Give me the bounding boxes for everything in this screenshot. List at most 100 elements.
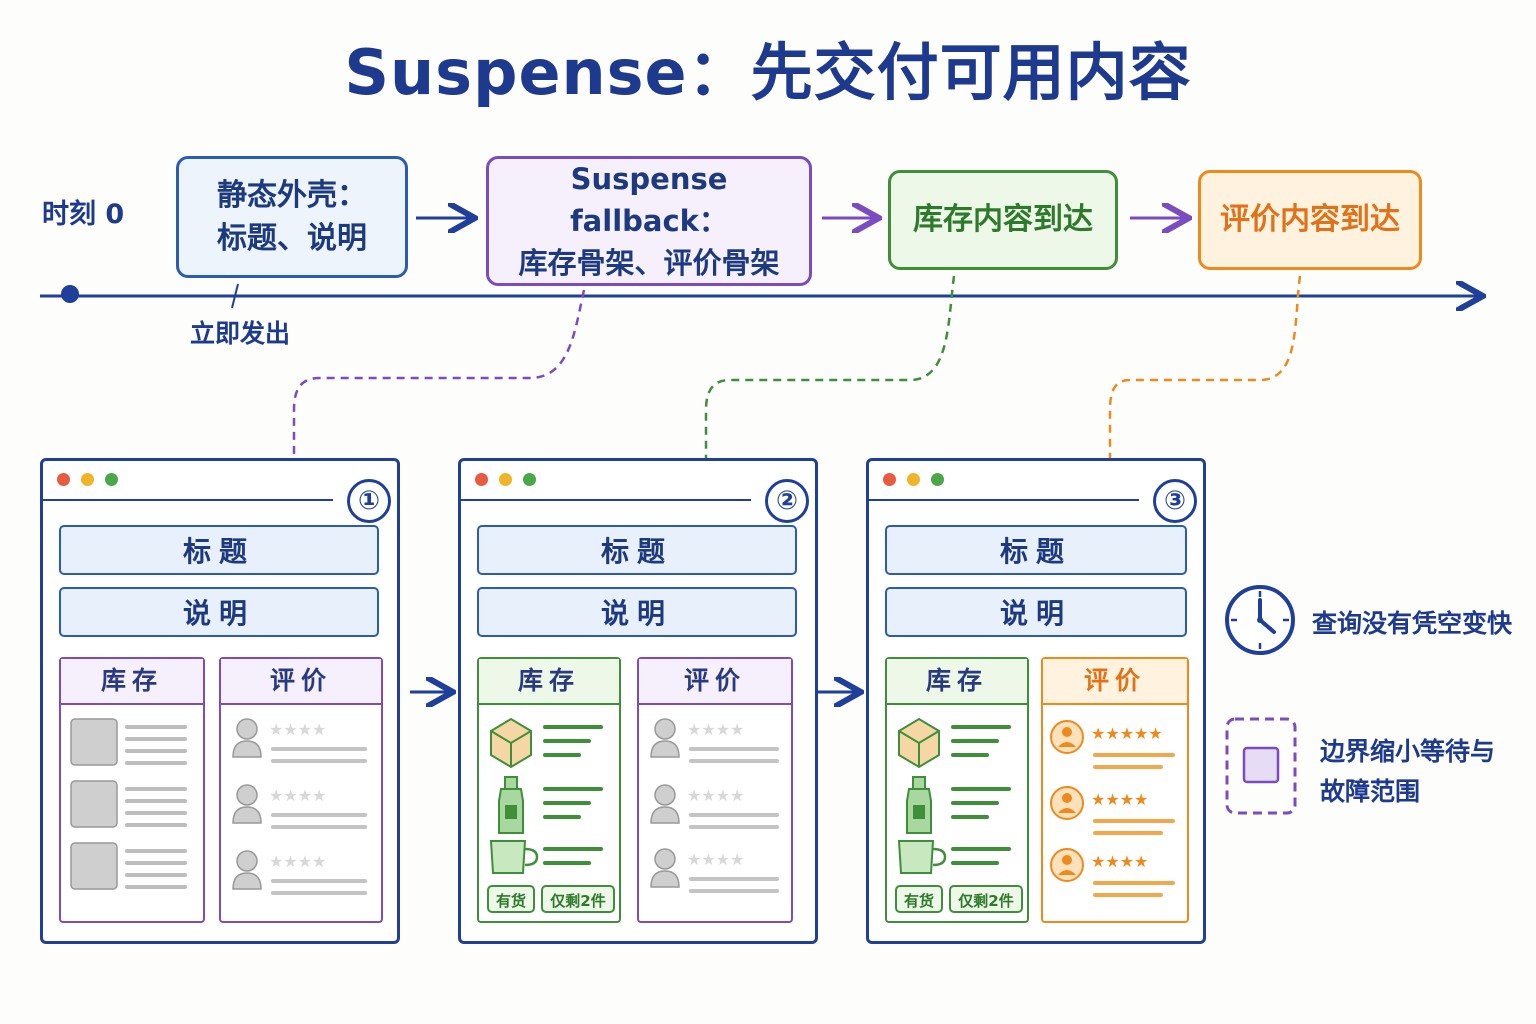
title-bar: 标题 [59, 525, 379, 575]
title-bar: 标题 [885, 525, 1187, 575]
avatar-icon [232, 806, 262, 824]
skeleton-thumb [70, 718, 118, 766]
avatar-icon [654, 718, 676, 740]
window-divider [461, 499, 751, 501]
step-number: ① [347, 479, 391, 523]
star-icon: ★★★★ [269, 786, 326, 805]
window-divider [43, 499, 333, 501]
close-dot-icon [57, 473, 70, 486]
title-bar: 标题 [477, 525, 797, 575]
inventory-header: 库存 [61, 659, 203, 705]
stage-line: 标题、说明 [217, 221, 367, 256]
connector-reviews [1110, 275, 1302, 658]
step-number: ③ [1153, 479, 1197, 523]
desc-bar: 说明 [885, 587, 1187, 637]
maximize-dot-icon [931, 473, 944, 486]
skeleton-thumb [70, 842, 118, 890]
reviews-skeleton: ★★★★ ★★★★ ★★★★ [232, 718, 367, 895]
star-icon: ★★★★ [687, 786, 744, 805]
low-stock-badge: 仅剩2件 [541, 885, 615, 913]
avatar-icon [654, 784, 676, 806]
avatar-icon [650, 870, 680, 888]
inventory-content [489, 717, 603, 874]
inventory-header: 库存 [479, 659, 619, 705]
browser-window-2: ② 标题 说明 库存 有货 仅剩2件 评价 ★★★★ ★★★ [458, 458, 818, 944]
box-icon [490, 717, 532, 769]
reviews-panel: 评价 ★★★★ ★★★★ ★★★★ [219, 657, 383, 923]
reviews-header: 评价 [221, 659, 381, 705]
maximize-dot-icon [105, 473, 118, 486]
close-dot-icon [475, 473, 488, 486]
star-icon: ★★★★ [1091, 790, 1148, 809]
desc-bar: 说明 [477, 587, 797, 637]
inventory-panel: 库存 有货 仅剩2件 [477, 657, 621, 923]
bottle-icon [498, 776, 524, 834]
desc-bar: 说明 [59, 587, 379, 637]
inventory-panel: 库存 有货 仅剩2件 [885, 657, 1029, 923]
legend-boundary-text: 边界缩小等待与 故障范围 [1320, 732, 1495, 812]
avatar-icon [654, 848, 676, 870]
legend-boundary-line: 边界缩小等待与 [1320, 737, 1496, 766]
stage-line: Suspense fallback： [570, 161, 728, 238]
timeline-start-dot [61, 285, 79, 303]
star-icon: ★★★★ [269, 852, 326, 871]
page-title: Suspense：先交付可用内容 [344, 36, 1192, 109]
inventory-content [897, 717, 1011, 874]
avatar-icon [650, 806, 680, 824]
skeleton-thumb [70, 780, 118, 828]
reviews-header: 评价 [1043, 659, 1187, 705]
avatar-icon [236, 718, 258, 740]
mug-icon [897, 840, 947, 874]
browser-window-3: ③ 标题 说明 库存 有货 仅剩2件 评价 ★★★★★ ★★★★ ★★★★ [866, 458, 1206, 944]
stage-line: 库存内容到达 [913, 202, 1093, 238]
bottle-icon [906, 776, 932, 834]
stage-line: 静态外壳： [217, 177, 367, 213]
star-icon: ★★★★ [687, 850, 744, 869]
star-icon: ★★★★ [1091, 852, 1148, 871]
timeline-start-label: 时刻 0 [42, 199, 125, 230]
avatar-icon [1050, 786, 1084, 820]
avatar-icon [232, 872, 262, 890]
minimize-dot-icon [907, 473, 920, 486]
clock-icon [1225, 585, 1295, 655]
avatar-icon [236, 850, 258, 872]
stage-line: 评价内容到达 [1220, 202, 1400, 238]
star-icon: ★★★★ [269, 720, 326, 739]
stage-reviews-arrived: 评价内容到达 [1198, 170, 1422, 270]
inventory-skeleton [70, 718, 187, 890]
boundary-box-icon [1225, 717, 1297, 815]
inventory-panel: 库存 [59, 657, 205, 923]
star-icon: ★★★★★ [1091, 724, 1163, 743]
avatar-icon [1050, 720, 1084, 754]
connector-inventory [706, 275, 956, 658]
avatar-icon [650, 740, 680, 758]
minimize-dot-icon [81, 473, 94, 486]
stage-inventory-arrived: 库存内容到达 [888, 170, 1118, 270]
avatar-icon [1050, 848, 1084, 882]
emit-tick [231, 283, 239, 309]
in-stock-badge: 有货 [895, 885, 943, 913]
browser-window-1: ① 标题 说明 库存 评价 ★★★★ ★★★★ ★★★★ [40, 458, 400, 944]
stage-static-shell: 静态外壳： 标题、说明 [176, 156, 408, 278]
star-icon: ★★★★ [687, 720, 744, 739]
reviews-content: ★★★★★ ★★★★ ★★★★ [1050, 720, 1175, 897]
reviews-header: 评价 [639, 659, 791, 705]
reviews-skeleton: ★★★★ ★★★★ ★★★★ [650, 718, 779, 893]
timeline-emit-label: 立即发出 [190, 319, 291, 348]
reviews-panel: 评价 ★★★★ ★★★★ ★★★★ [637, 657, 793, 923]
box-icon [898, 717, 940, 769]
connector-fallback [294, 289, 586, 648]
close-dot-icon [883, 473, 896, 486]
mug-icon [489, 840, 539, 874]
step-number: ② [765, 479, 809, 523]
in-stock-badge: 有货 [487, 885, 535, 913]
maximize-dot-icon [523, 473, 536, 486]
reviews-panel: 评价 ★★★★★ ★★★★ ★★★★ [1041, 657, 1189, 923]
stage-line: 库存骨架、评价骨架 [518, 246, 780, 281]
window-divider [869, 499, 1139, 501]
minimize-dot-icon [499, 473, 512, 486]
avatar-icon [236, 784, 258, 806]
avatar-icon [232, 740, 262, 758]
low-stock-badge: 仅剩2件 [949, 885, 1023, 913]
